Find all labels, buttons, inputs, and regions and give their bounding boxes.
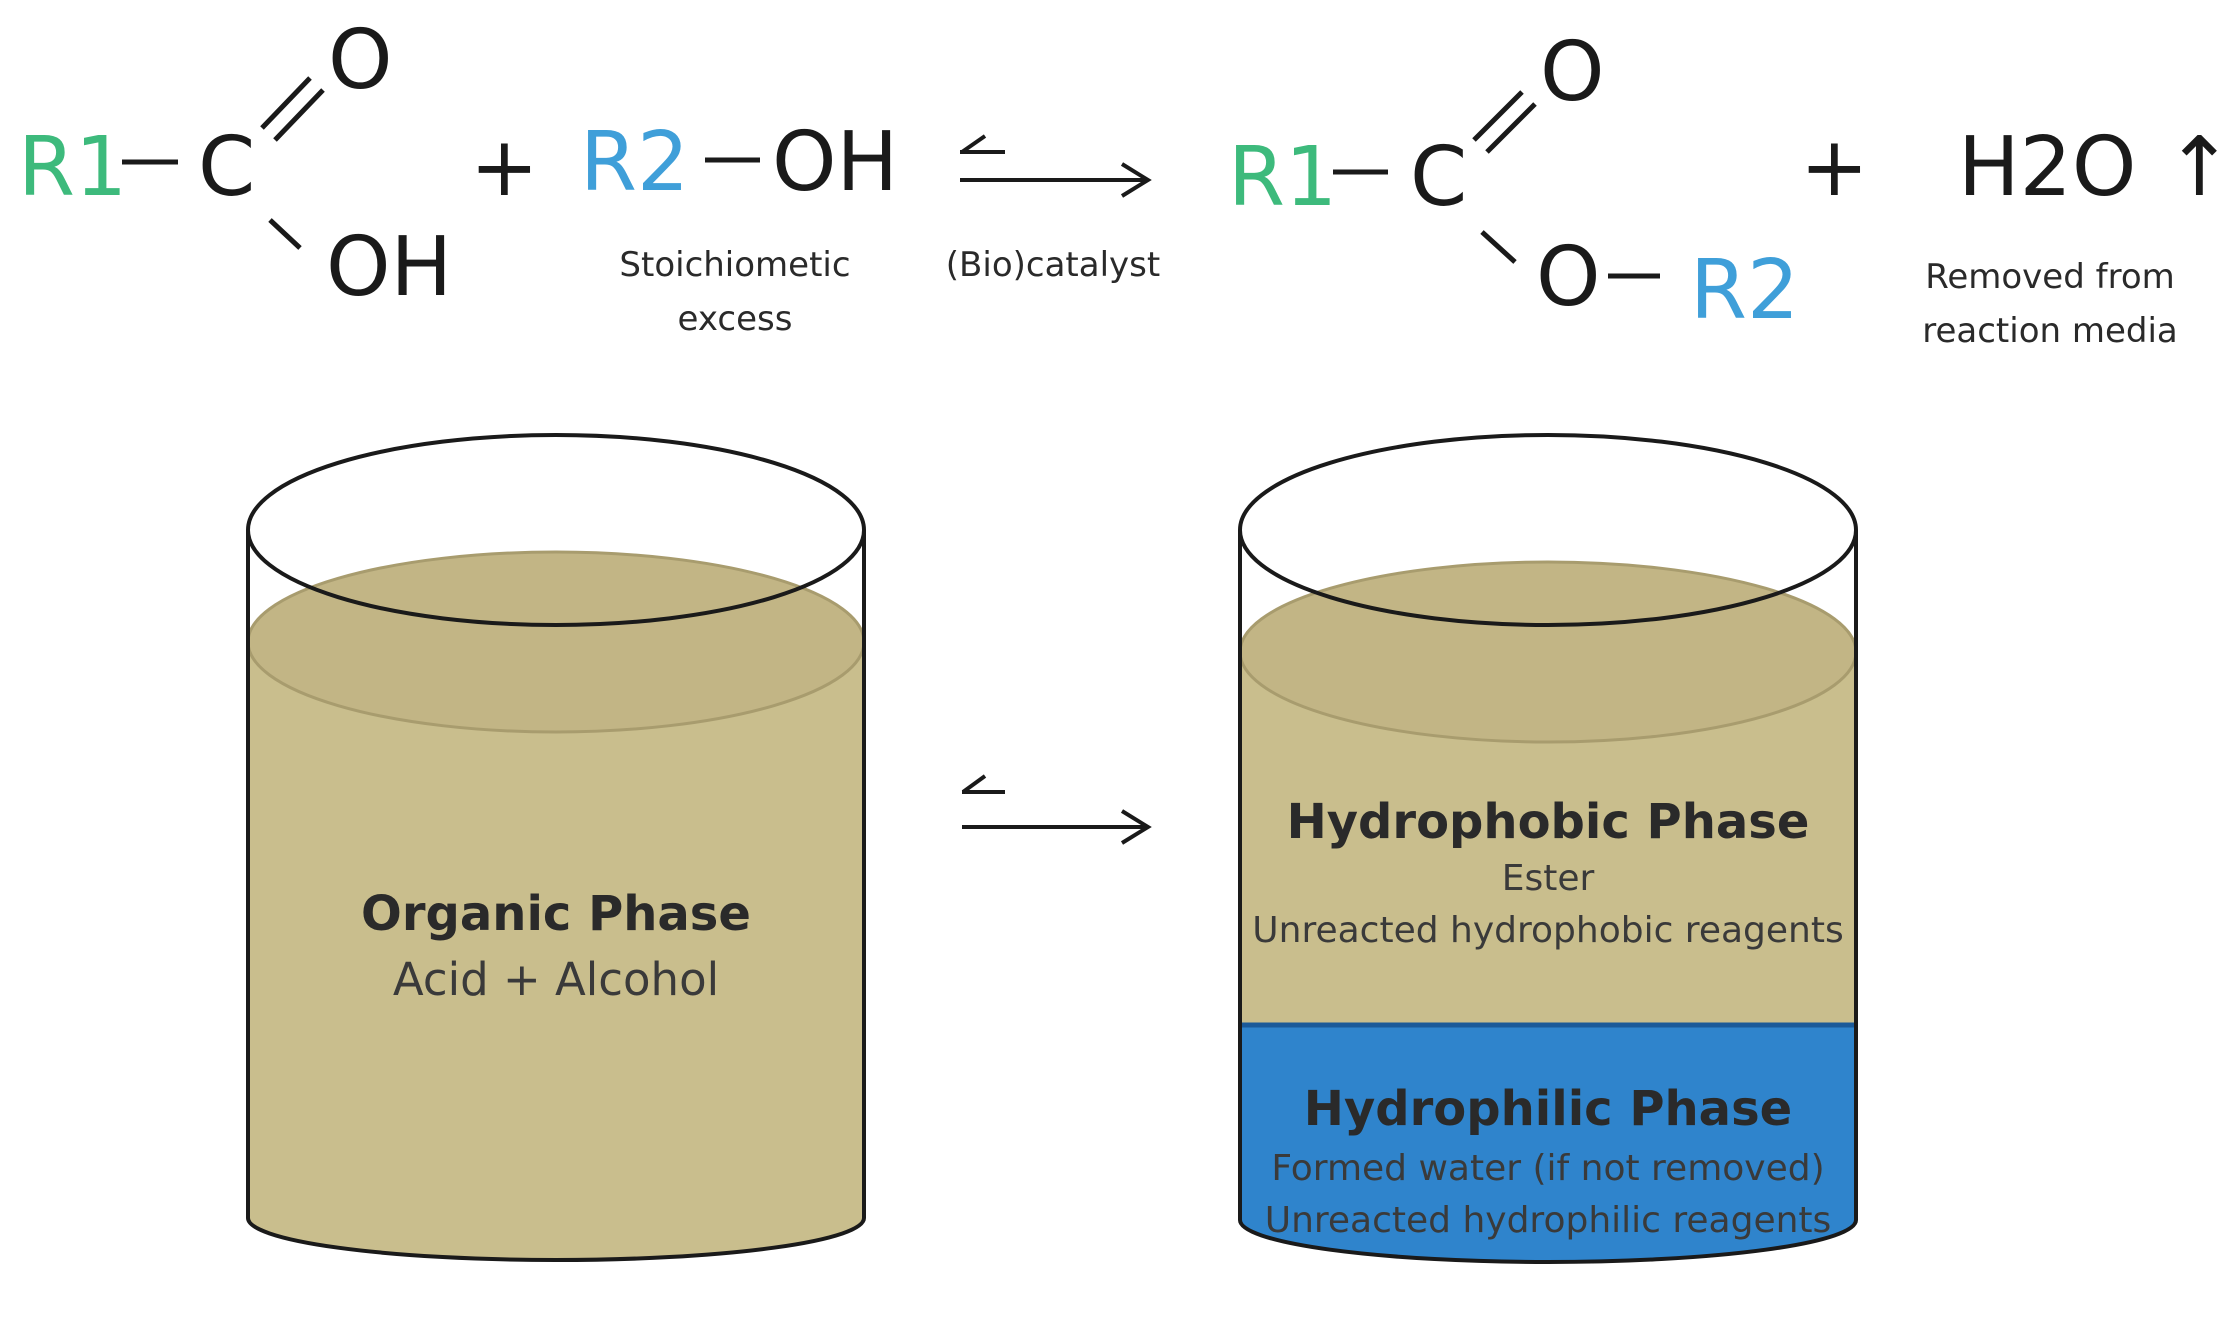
acid-double-bond-a xyxy=(260,76,312,130)
acid-hydroxyl: OH xyxy=(326,220,452,315)
middle-reverse-arrow-head xyxy=(961,774,987,794)
plus-sign-2: + xyxy=(1800,120,1869,215)
hydrophilic-phase-title: Hydrophilic Phase xyxy=(1304,1081,1792,1137)
acid-double-bond-b xyxy=(273,88,325,142)
water-note-line1: Removed from xyxy=(1925,257,2175,297)
reaction-equation: R1 C O OH + R2 OH Stoichiometic excess (… xyxy=(18,13,2233,351)
alcohol: R2 OH Stoichiometic excess xyxy=(580,115,898,339)
organic-phase-subtitle: Acid + Alcohol xyxy=(393,953,719,1006)
equilibrium-arrows-top: (Bio)catalyst xyxy=(946,134,1160,285)
water-note-line2: reaction media xyxy=(1922,311,2178,351)
alcohol-note-line2: excess xyxy=(678,299,793,339)
organic-liquid-surface xyxy=(246,550,866,734)
ester-carbon: C xyxy=(1410,130,1467,225)
ester: R1 C O O R2 xyxy=(1228,25,1799,338)
water-formula: H2O xyxy=(1958,120,2136,215)
equilibrium-arrows-middle xyxy=(961,774,1152,845)
ester-o-bond xyxy=(1480,230,1517,264)
organic-phase-title: Organic Phase xyxy=(361,886,751,942)
hydrophilic-liquid-body xyxy=(1240,1025,1856,1262)
left-beaker-rim xyxy=(246,433,866,627)
hydrophilic-phase-line1: Formed water (if not removed) xyxy=(1271,1148,1824,1189)
right-beaker-base xyxy=(1238,1219,1858,1264)
alcohol-r2: R2 xyxy=(580,115,689,210)
acid-r1: R1 xyxy=(18,120,127,215)
middle-forward-arrow-head xyxy=(1120,809,1152,845)
acid-carbon: C xyxy=(198,120,255,215)
reverse-arrow-head xyxy=(960,134,987,154)
hydrophobic-liquid-surface xyxy=(1238,560,1858,744)
ester-double-bond-a xyxy=(1472,90,1524,142)
ester-oxygen-bridge: O xyxy=(1536,230,1601,325)
forward-arrow-head xyxy=(1120,162,1152,198)
ester-oxygen-top: O xyxy=(1540,25,1605,120)
ester-r2: R2 xyxy=(1690,243,1799,338)
right-beaker: Hydrophobic Phase Ester Unreacted hydrop… xyxy=(1238,433,1858,1264)
up-arrow-icon: ↑ xyxy=(2165,120,2233,215)
ester-double-bond-b xyxy=(1485,102,1537,154)
left-beaker-base xyxy=(246,1217,866,1262)
ester-r1: R1 xyxy=(1228,130,1337,225)
water: H2O ↑ Removed from reaction media xyxy=(1922,120,2233,351)
left-beaker: Organic Phase Acid + Alcohol xyxy=(246,433,866,1262)
alcohol-note-line1: Stoichiometic xyxy=(619,245,850,285)
hydrophobic-phase-line1: Ester xyxy=(1502,858,1595,899)
organic-liquid-body xyxy=(248,642,864,1260)
acid-oxygen: O xyxy=(328,13,393,108)
acid-oh-bond xyxy=(268,218,302,250)
right-beaker-rim xyxy=(1238,433,1858,627)
hydrophobic-phase-line2: Unreacted hydrophobic reagents xyxy=(1252,910,1843,951)
plus-sign-1: + xyxy=(470,120,539,215)
catalyst-label: (Bio)catalyst xyxy=(946,245,1160,285)
carboxylic-acid: R1 C O OH xyxy=(18,13,452,315)
hydrophobic-phase-title: Hydrophobic Phase xyxy=(1287,794,1810,850)
hydrophilic-phase-line2: Unreacted hydrophilic reagents xyxy=(1265,1200,1832,1241)
alcohol-hydroxyl: OH xyxy=(772,115,898,210)
